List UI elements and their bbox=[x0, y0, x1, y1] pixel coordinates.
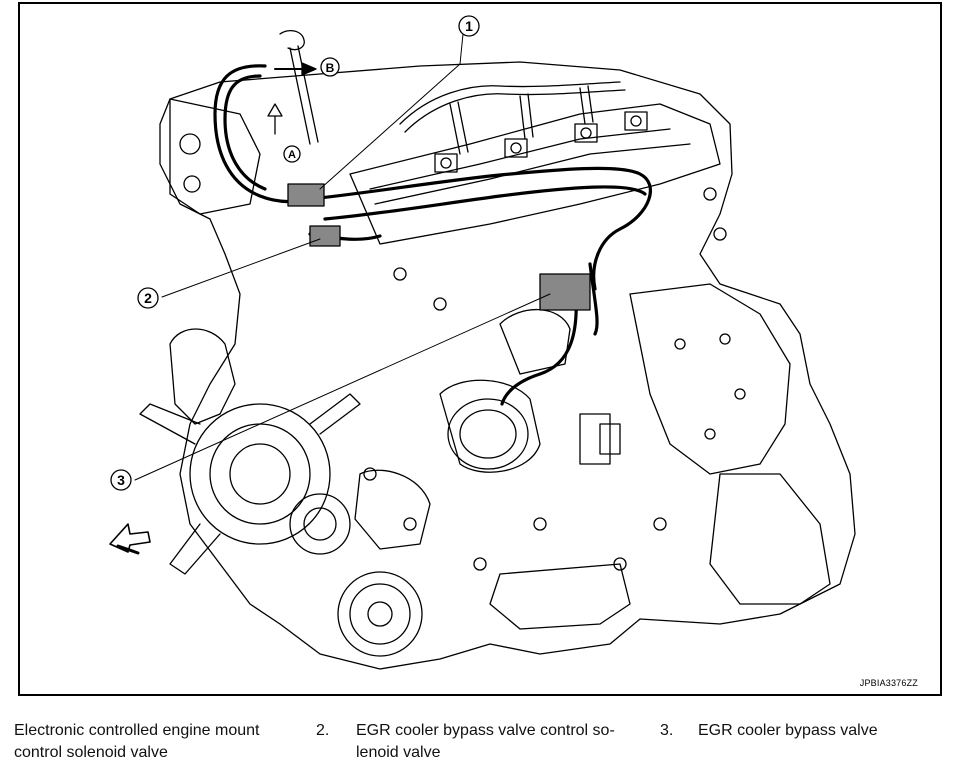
legend-item-2-line1: EGR cooler bypass valve control so- bbox=[356, 722, 615, 739]
legend-item-1: Electronic controlled engine mount contr… bbox=[14, 720, 304, 764]
arrow-a bbox=[267, 103, 283, 135]
figure-id: JPBIA3376ZZ bbox=[859, 678, 918, 688]
arrow-b bbox=[274, 62, 317, 76]
callout-2-label: 2 bbox=[144, 290, 152, 306]
legend: Electronic controlled engine mount contr… bbox=[0, 718, 960, 768]
front-direction-arrow bbox=[109, 523, 151, 555]
engine-block bbox=[139, 29, 856, 670]
legend-item-2: EGR cooler bypass valve control so- leno… bbox=[356, 720, 656, 764]
arrow-b-label: B bbox=[326, 61, 335, 75]
solenoid-valves bbox=[287, 183, 591, 311]
legend-item-3-number: 3. bbox=[660, 722, 674, 739]
legend-item-3: EGR cooler bypass valve bbox=[698, 720, 948, 742]
arrow-a-label: A bbox=[288, 149, 296, 161]
leader-lines bbox=[134, 33, 551, 481]
legend-item-2-number: 2. bbox=[316, 722, 330, 739]
callout-3-label: 3 bbox=[117, 472, 125, 488]
legend-item-2-line2: lenoid valve bbox=[356, 744, 441, 761]
legend-item-1-line1: Electronic controlled engine mount bbox=[14, 722, 260, 739]
engine-diagram-frame: 1 2 3 A B JPBIA3376ZZ bbox=[18, 2, 942, 696]
callout-markers bbox=[110, 15, 480, 491]
engine-illustration: 1 2 3 A B bbox=[109, 15, 856, 670]
callout-1-label: 1 bbox=[465, 18, 473, 34]
legend-item-3-line1: EGR cooler bypass valve bbox=[698, 722, 878, 739]
legend-item-1-line2: control solenoid valve bbox=[14, 744, 168, 761]
